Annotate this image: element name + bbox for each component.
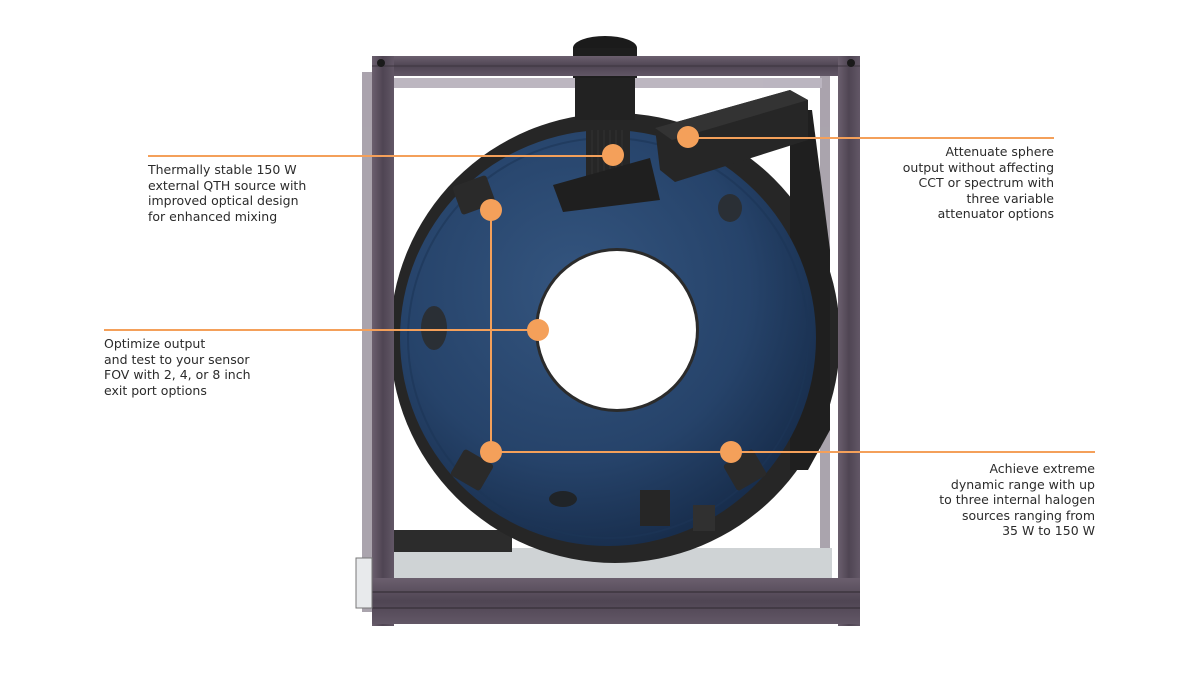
callout-line-exit-port xyxy=(104,329,538,331)
callout-text-qth: Thermally stable 150 W external QTH sour… xyxy=(148,162,307,224)
callout-text-attenuator: Attenuate sphere output without affectin… xyxy=(902,144,1054,221)
callout-dot-qth[interactable] xyxy=(602,144,624,166)
exit-port-opening xyxy=(538,251,696,409)
callout-dot-halogen-right[interactable] xyxy=(720,441,742,463)
callout-dot-halogen-left[interactable] xyxy=(480,441,502,463)
callout-dot-exit-port[interactable] xyxy=(527,319,549,341)
callout-line-halogen-vertical xyxy=(490,210,492,452)
callout-line-halogen xyxy=(490,451,1095,453)
callout-dot-attenuator[interactable] xyxy=(677,126,699,148)
callout-line-qth xyxy=(148,155,613,157)
attenuator-box xyxy=(655,90,808,182)
callout-text-halogen: Achieve extreme dynamic range with up to… xyxy=(939,461,1095,538)
front-frame xyxy=(355,56,860,626)
callout-text-exit-port: Optimize output and test to your sensor … xyxy=(104,336,251,398)
callout-line-attenuator xyxy=(688,137,1054,139)
callout-dot-halogen-top[interactable] xyxy=(480,199,502,221)
